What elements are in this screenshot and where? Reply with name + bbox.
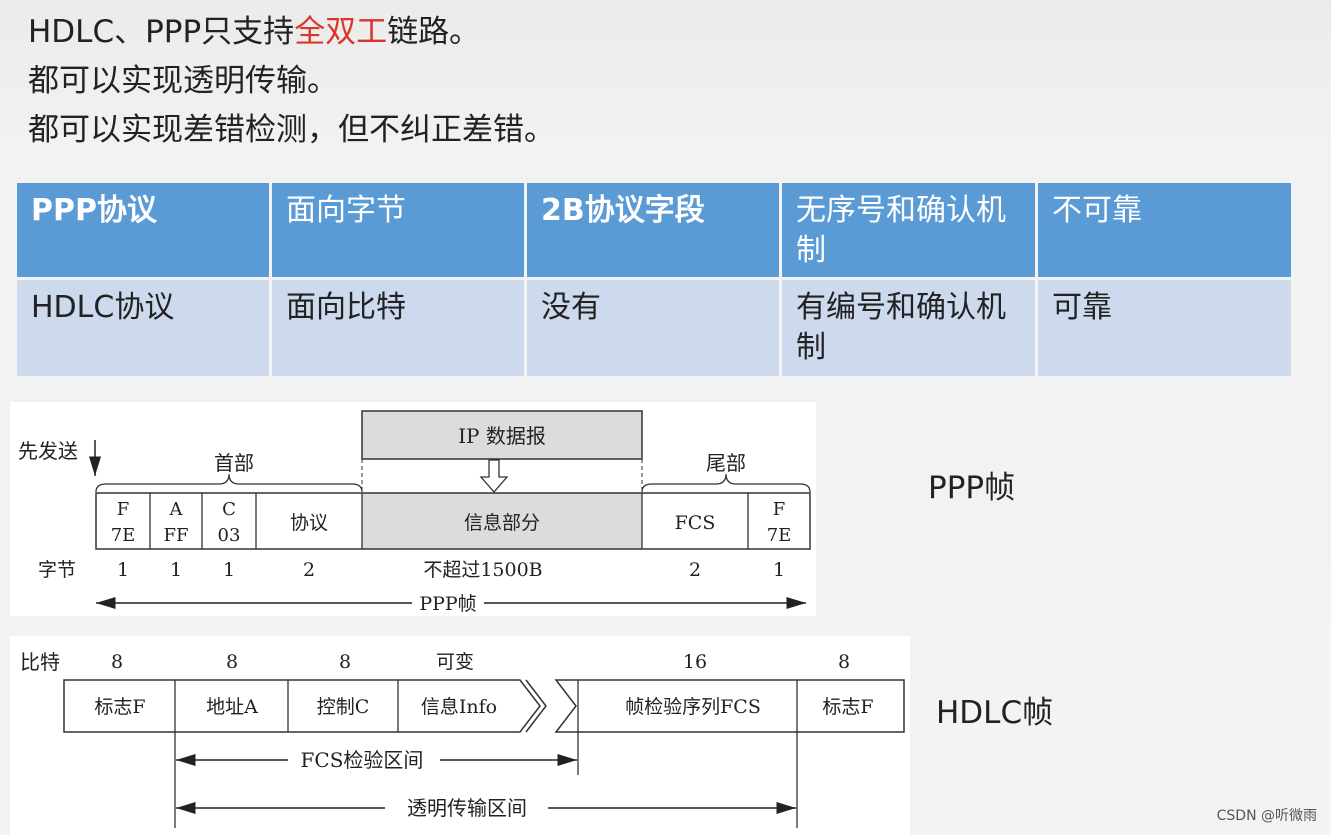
size-value: 1 xyxy=(117,559,129,581)
first-sent-label: 先发送 xyxy=(18,439,78,463)
hdlc-frame-right-part xyxy=(554,679,905,733)
table-row-hdlc: HDLC协议 面向比特 没有 有编号和确认机制 可靠 xyxy=(14,277,1294,379)
bit-size: 8 xyxy=(111,651,123,673)
ppp-frame-diagram: 先发送 IP 数据报 首部 尾部 F 7E A FF C 03 协议 信息部分 … xyxy=(18,410,811,615)
full-duplex-highlight: 全双工 xyxy=(294,14,388,50)
table-cell: 可靠 xyxy=(1035,277,1294,379)
transparent-range-label: 透明传输区间 xyxy=(407,796,527,820)
size-value: 不超过1500B xyxy=(423,559,542,581)
table-cell: 面向比特 xyxy=(269,277,527,379)
ppp-frame-span-label: PPP帧 xyxy=(419,593,476,615)
hdlc-end-flag-field: 标志F xyxy=(822,696,873,718)
bytes-label: 字节 xyxy=(38,559,76,581)
bits-label: 比特 xyxy=(20,650,60,674)
summary-text: HDLC、PPP只支持全双工链路。 都可以实现透明传输。 都可以实现差错检测，但… xyxy=(28,8,555,155)
watermark: CSDN @听微雨 xyxy=(1216,808,1317,824)
bit-size: 8 xyxy=(339,651,351,673)
ip-datagram-box xyxy=(361,410,643,460)
hdlc-address-field: 地址A xyxy=(206,696,258,718)
size-value: 2 xyxy=(689,559,701,581)
end-flag-field-value: 7E xyxy=(767,525,792,546)
hdlc-diagram-background xyxy=(10,636,910,835)
hdlc-frame-side-label: HDLC帧 xyxy=(936,695,1054,731)
down-arrow-icon xyxy=(479,459,509,493)
hdlc-frame-left-part xyxy=(63,679,541,733)
table-cell: 2B协议字段 xyxy=(524,180,782,280)
control-field-top: C xyxy=(222,499,236,520)
size-value: 2 xyxy=(303,559,315,581)
flag-field-value: 7E xyxy=(111,525,136,546)
protocol-field: 协议 xyxy=(290,512,328,534)
hdlc-fcs-field: 帧检验序列FCS xyxy=(625,696,761,718)
hdlc-frame-diagram: 比特 8 8 8 可变 16 8 标志F 地址A 控制C 信息Info 帧检验序… xyxy=(20,650,905,828)
bit-size: 8 xyxy=(838,651,850,673)
fcs-field: FCS xyxy=(675,512,716,534)
table-cell: 无序号和确认机制 xyxy=(779,180,1038,280)
trailer-label: 尾部 xyxy=(706,451,746,475)
table-cell: 面向字节 xyxy=(269,180,527,280)
summary-line-2: 都可以实现透明传输。 xyxy=(28,63,338,99)
table-cell: HDLC协议 xyxy=(14,277,272,379)
summary-line-1-end: 链路。 xyxy=(387,14,481,50)
bit-size: 可变 xyxy=(436,651,474,673)
ppp-frame-box xyxy=(95,492,811,550)
info-field: 信息部分 xyxy=(464,512,540,534)
summary-line-1: HDLC、PPP只支持全双工链路。 xyxy=(28,8,555,57)
size-value: 1 xyxy=(223,559,235,581)
ip-datagram-label: IP 数据报 xyxy=(458,424,546,448)
table-row-ppp: PPP协议 面向字节 2B协议字段 无序号和确认机制 不可靠 xyxy=(14,180,1294,280)
header-brace xyxy=(95,473,363,493)
info-field-fill xyxy=(362,493,642,549)
hdlc-flag-field: 标志F xyxy=(94,696,145,718)
bit-size: 16 xyxy=(683,651,707,673)
frame-format-diagram: 先发送 IP 数据报 首部 尾部 F 7E A FF C 03 协议 信息部分 … xyxy=(10,402,910,835)
flag-field-top: F xyxy=(117,499,130,520)
table-cell: 没有 xyxy=(524,277,782,379)
hdlc-control-field: 控制C xyxy=(317,696,370,718)
control-field-value: 03 xyxy=(218,525,241,546)
header-label: 首部 xyxy=(214,451,254,475)
size-value: 1 xyxy=(773,559,785,581)
protocol-comparison-table: PPP协议 面向字节 2B协议字段 无序号和确认机制 不可靠 HDLC协议 面向… xyxy=(14,180,1294,379)
table-cell: 有编号和确认机制 xyxy=(779,277,1038,379)
size-value: 1 xyxy=(170,559,182,581)
table-cell: PPP协议 xyxy=(14,180,272,280)
summary-line-1-start: HDLC、PPP只支持 xyxy=(28,14,295,50)
summary-line-3: 都可以实现差错检测，但不纠正差错。 xyxy=(28,112,555,148)
hdlc-info-field: 信息Info xyxy=(421,696,497,718)
ppp-frame-side-label: PPP帧 xyxy=(928,470,1016,506)
address-field-top: A xyxy=(169,499,184,520)
end-flag-field-top: F xyxy=(773,499,786,520)
bit-size: 8 xyxy=(226,651,238,673)
trailer-brace xyxy=(641,473,811,493)
fcs-range-label: FCS检验区间 xyxy=(301,748,424,772)
address-field-value: FF xyxy=(164,525,189,546)
table-cell: 不可靠 xyxy=(1035,180,1294,280)
break-marker xyxy=(525,679,547,733)
